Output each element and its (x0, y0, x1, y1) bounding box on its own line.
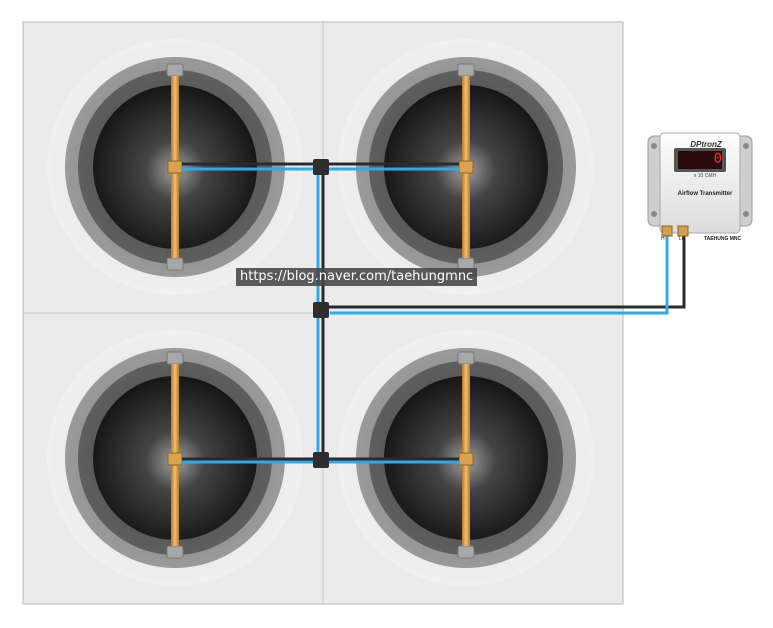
tee-fitting-middle (313, 302, 329, 318)
pitot-probe-top-right (457, 63, 475, 271)
airflow-transmitter (647, 132, 753, 237)
tee-fitting-bottom (313, 452, 329, 468)
pitot-probe-bottom-right (457, 351, 475, 559)
transmitter-title: Airflow Transmitter (677, 191, 733, 197)
transmitter-display-value: 0 (713, 151, 722, 167)
port-high-label: H (661, 236, 665, 242)
watermark-url: https://blog.naver.com/taehungmnc (236, 268, 478, 286)
maker-logo-text: TAEHUNG MNC (704, 236, 742, 242)
transmitter-unit-label: x 10 CMH (693, 173, 717, 179)
transmitter-brand: DPtronZ (690, 140, 722, 149)
pitot-probe-top-left (166, 63, 184, 271)
tee-fitting-top (313, 159, 329, 175)
port-low-label: Lo (679, 236, 685, 242)
